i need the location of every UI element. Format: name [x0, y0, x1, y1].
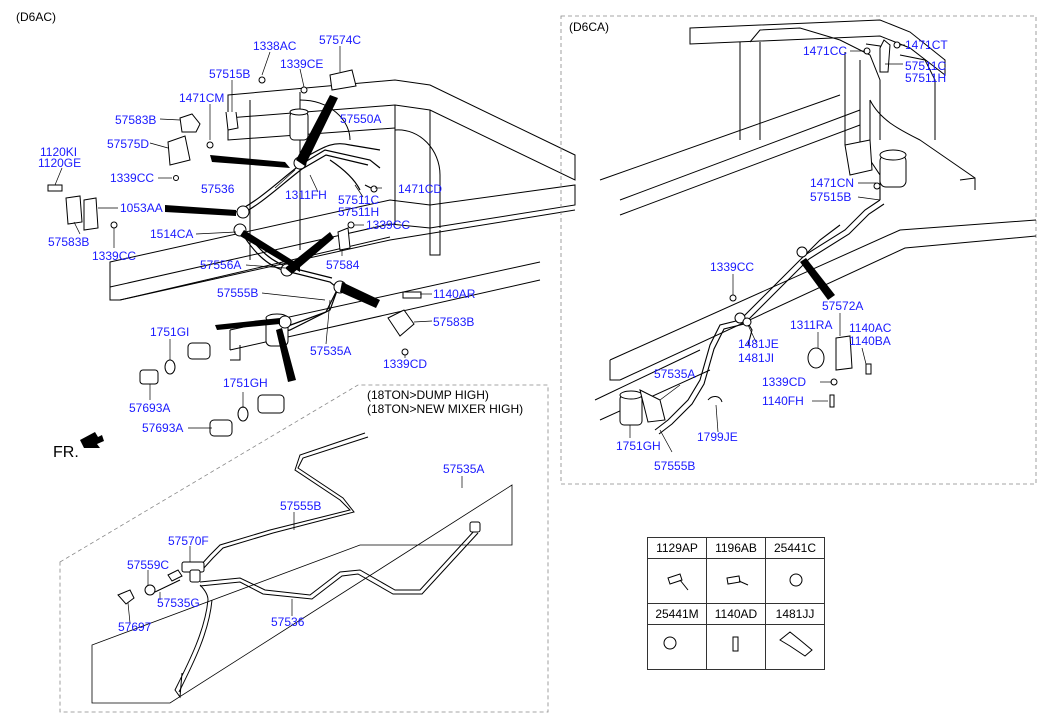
inset-components — [117, 521, 481, 605]
inset-label-57535a[interactable]: 57535A — [443, 462, 485, 476]
part-label-1751gh[interactable]: 1751GH — [223, 376, 268, 390]
parts-table-icon-cell — [765, 624, 825, 670]
part-label-57583b-mid[interactable]: 57583B — [48, 235, 90, 249]
part-label-57584[interactable]: 57584 — [326, 258, 360, 272]
section-title-d6ac: (D6AC) — [16, 10, 57, 24]
part-label-1339cc-b[interactable]: 1339CC — [366, 218, 411, 232]
components-right — [619, 39, 907, 426]
inset-label-57697[interactable]: 57697 — [118, 620, 152, 634]
part-label-57693a-b[interactable]: 57693A — [142, 421, 184, 435]
part-label-1311fh[interactable]: 1311FH — [285, 188, 327, 202]
part-label-57555b[interactable]: 57555B — [217, 286, 259, 300]
parts-table-header[interactable]: 1129AP — [647, 537, 707, 559]
part-label-1799je[interactable]: 1799JE — [697, 430, 738, 444]
inset-label-57570f[interactable]: 57570F — [168, 534, 209, 548]
inset-label-57555b[interactable]: 57555B — [280, 499, 322, 513]
inset-note-mixer: (18TON>NEW MIXER HIGH) — [367, 402, 524, 416]
part-label-57515b-r[interactable]: 57515B — [810, 190, 852, 204]
leader-lines-left — [54, 46, 433, 429]
part-label-1481ji[interactable]: 1481JI — [738, 351, 775, 365]
parts-table-row: 1129AP 1196AB 25441C — [647, 537, 825, 559]
inset-label-57559c[interactable]: 57559C — [127, 558, 170, 572]
frame-rails-left — [109, 79, 576, 361]
section-title-d6ca: (D6CA) — [569, 20, 610, 34]
part-label-1514ca[interactable]: 1514CA — [150, 227, 194, 241]
part-label-57536[interactable]: 57536 — [201, 182, 235, 196]
callout-wedges-left — [165, 95, 380, 382]
part-label-57583b-low[interactable]: 57583B — [433, 315, 475, 329]
parts-table-icon-cell — [765, 558, 825, 604]
part-label-1120ki[interactable]: 1120KI — [40, 145, 78, 159]
part-label-57515b[interactable]: 57515B — [209, 67, 251, 81]
part-label-1471cc[interactable]: 1471CC — [803, 44, 848, 58]
part-label-1311ra[interactable]: 1311RA — [790, 318, 833, 332]
parts-table-header[interactable]: 1481JJ — [765, 603, 825, 625]
part-label-1471cn[interactable]: 1471CN — [810, 176, 855, 190]
front-arrow-icon — [80, 432, 104, 448]
parts-table-header[interactable]: 25441C — [765, 537, 825, 559]
part-label-1481je[interactable]: 1481JE — [738, 337, 779, 351]
part-label-1140ac[interactable]: 1140AC — [849, 321, 892, 335]
part-label-1339cc-a[interactable]: 1339CC — [110, 171, 155, 185]
part-label-57535a-r[interactable]: 57535A — [654, 367, 696, 381]
part-label-1338ac[interactable]: 1338AC — [253, 39, 297, 53]
part-label-1471cm[interactable]: 1471CM — [179, 91, 225, 105]
parts-table-row: 25441M 1140AD 1481JJ — [647, 603, 825, 625]
leader-lines-right — [629, 44, 905, 453]
part-label-1140ba[interactable]: 1140BA — [849, 334, 891, 348]
part-label-57511c[interactable]: 57511C — [338, 193, 380, 207]
parts-table-icon-cell — [647, 624, 707, 670]
parts-table: 1129AP 1196AB 25441C 25441M 1140AD 1481J… — [647, 537, 825, 670]
front-label: FR. — [53, 444, 79, 461]
parts-table-header[interactable]: 1140AD — [706, 603, 766, 625]
parts-table-icon-cell — [647, 558, 707, 604]
part-label-1120ge[interactable]: 1120GE — [38, 156, 82, 170]
components-left — [47, 69, 422, 437]
frame-rails-right — [594, 19, 1037, 421]
part-label-1339cd-r[interactable]: 1339CD — [762, 375, 807, 389]
part-label-57535a[interactable]: 57535A — [310, 344, 352, 358]
parts-table-icon-cell — [706, 558, 766, 604]
part-label-1339cc-r[interactable]: 1339CC — [710, 260, 755, 274]
part-label-57511c-r[interactable]: 57511C — [905, 59, 947, 73]
parts-table-row — [647, 558, 825, 604]
part-label-57575d[interactable]: 57575D — [107, 137, 150, 151]
inset-border — [59, 384, 549, 713]
part-label-57555b-r[interactable]: 57555B — [654, 459, 696, 473]
leader-lines-inset — [127, 476, 463, 624]
part-label-1471ct[interactable]: 1471CT — [905, 38, 948, 52]
part-label-1339cd[interactable]: 1339CD — [383, 357, 428, 371]
part-label-1053aa[interactable]: 1053AA — [120, 201, 163, 215]
parts-table-header[interactable]: 1196AB — [706, 537, 766, 559]
part-label-1751gh-r[interactable]: 1751GH — [616, 439, 661, 453]
part-label-57572a[interactable]: 57572A — [822, 299, 864, 313]
parts-table-icon-cell — [706, 624, 766, 670]
inset-label-57535g[interactable]: 57535G — [157, 596, 200, 610]
part-label-1751gi[interactable]: 1751GI — [150, 325, 190, 339]
inset-tubes — [91, 432, 513, 704]
inset-label-57536[interactable]: 57536 — [271, 615, 305, 629]
part-label-57556a[interactable]: 57556A — [200, 258, 242, 272]
parts-table-row — [647, 624, 825, 670]
part-label-1471cd[interactable]: 1471CD — [398, 182, 443, 196]
parts-table-header[interactable]: 25441M — [647, 603, 707, 625]
part-label-1140ar[interactable]: 1140AR — [433, 287, 476, 301]
callout-wedges-right — [800, 258, 835, 300]
part-label-1339ce[interactable]: 1339CE — [280, 57, 324, 71]
part-label-57574c[interactable]: 57574C — [319, 33, 362, 47]
part-label-57511h[interactable]: 57511H — [338, 205, 380, 219]
inset-note-dump: (18TON>DUMP HIGH) — [367, 388, 489, 402]
part-label-57511h-r[interactable]: 57511H — [905, 71, 947, 85]
part-label-57693a-a[interactable]: 57693A — [129, 401, 171, 415]
part-label-57550a[interactable]: 57550A — [340, 112, 382, 126]
part-label-1140fh[interactable]: 1140FH — [762, 394, 804, 408]
part-label-1339cc-c[interactable]: 1339CC — [92, 249, 137, 263]
part-label-57583b-top[interactable]: 57583B — [115, 113, 157, 127]
right-border — [560, 15, 1037, 485]
